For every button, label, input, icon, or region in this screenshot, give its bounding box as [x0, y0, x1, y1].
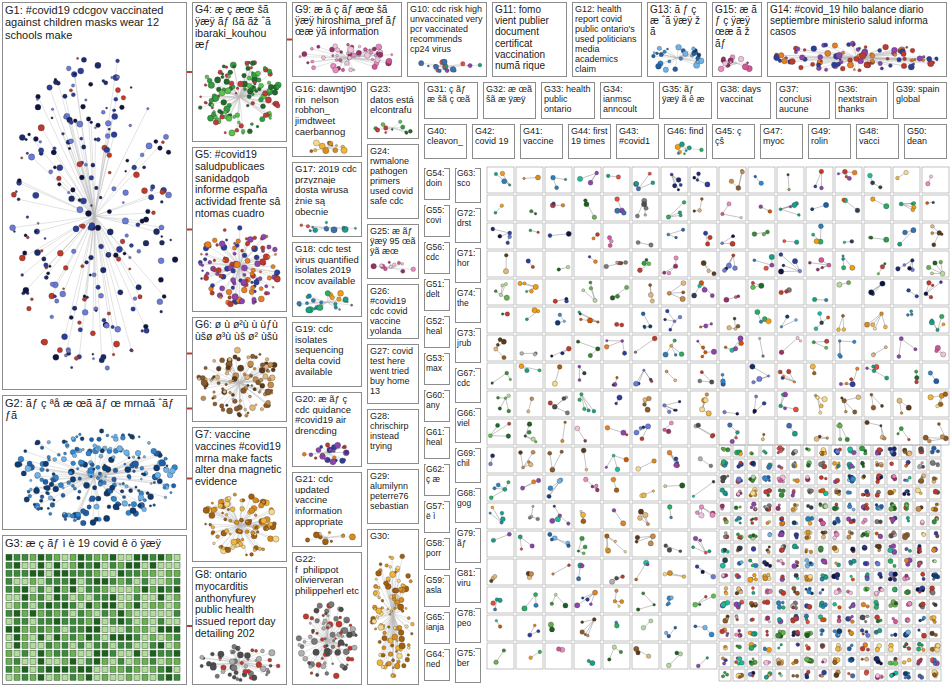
network-graph: G1: #covid19 cdcgov vaccinated against c… [0, 0, 950, 688]
